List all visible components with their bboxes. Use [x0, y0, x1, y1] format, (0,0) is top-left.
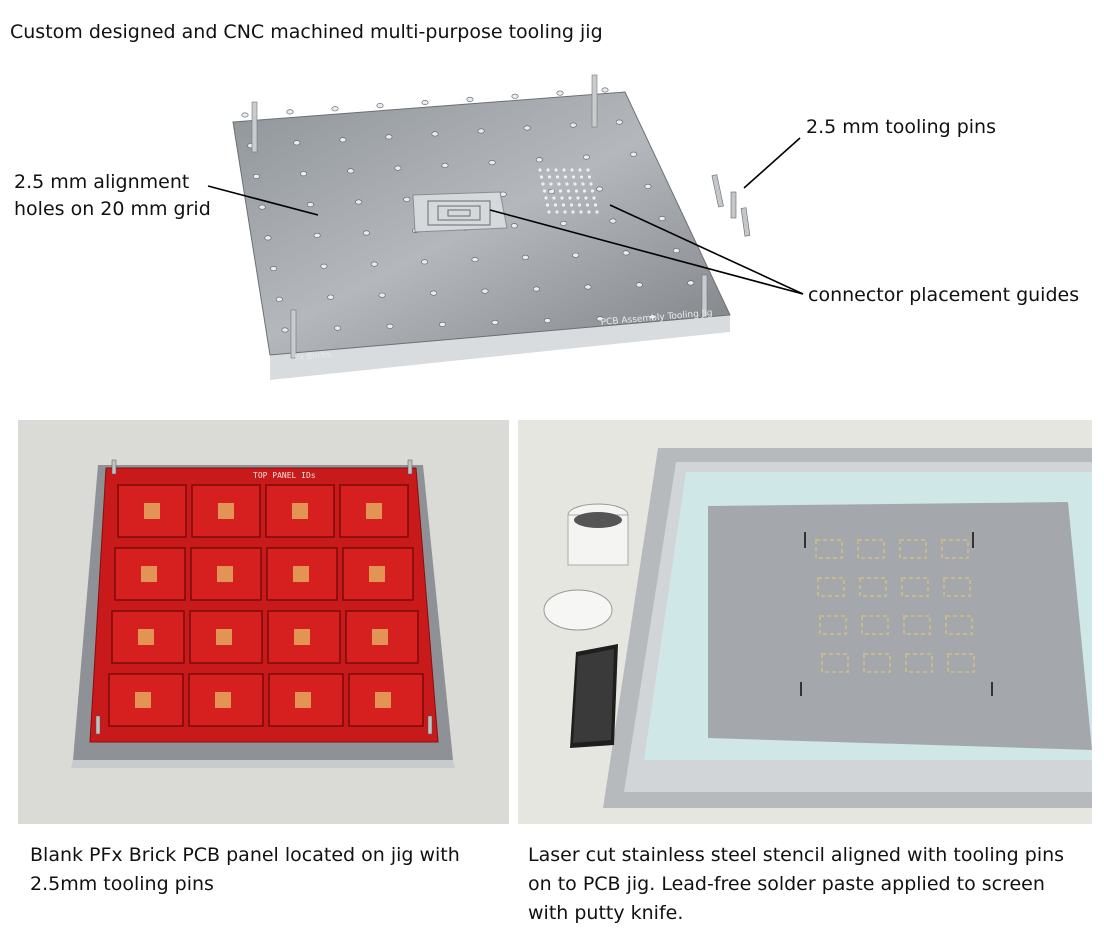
caption-pcb-panel-line1: Blank PFx Brick PCB panel located on jig…: [30, 844, 460, 866]
figure-title: Custom designed and CNC machined multi-p…: [10, 21, 603, 43]
callout-alignment-holes-line2: holes on 20 mm grid: [14, 198, 211, 220]
stencil-photo: [518, 420, 1092, 824]
callout-tooling-pins: 2.5 mm tooling pins: [806, 116, 996, 138]
caption-stencil-line2: on to PCB jig. Lead-free solder paste ap…: [528, 873, 1045, 895]
caption-stencil-line1: Laser cut stainless steel stencil aligne…: [528, 844, 1065, 866]
caption-stencil-line3: with putty knife.: [528, 902, 684, 924]
caption-pcb-panel-line2: 2.5mm tooling pins: [30, 873, 214, 895]
pcb-panel-photo: TOP PANEL IDs: [18, 420, 509, 824]
jig-brand-engraving: Fx Bricks: [294, 350, 331, 362]
caption-stencil: Laser cut stainless steel stencil aligne…: [528, 841, 1064, 928]
pcb-panel-label: TOP PANEL IDs: [253, 471, 316, 480]
jig-photo: PCB Assembly Tooling Jig Fx Bricks: [225, 70, 745, 400]
callout-alignment-holes-line1: 2.5 mm alignment: [14, 171, 190, 193]
caption-pcb-panel: Blank PFx Brick PCB panel located on jig…: [30, 841, 460, 899]
callout-connector-guides: connector placement guides: [808, 284, 1080, 306]
loose-tooling-pins: [705, 170, 755, 240]
